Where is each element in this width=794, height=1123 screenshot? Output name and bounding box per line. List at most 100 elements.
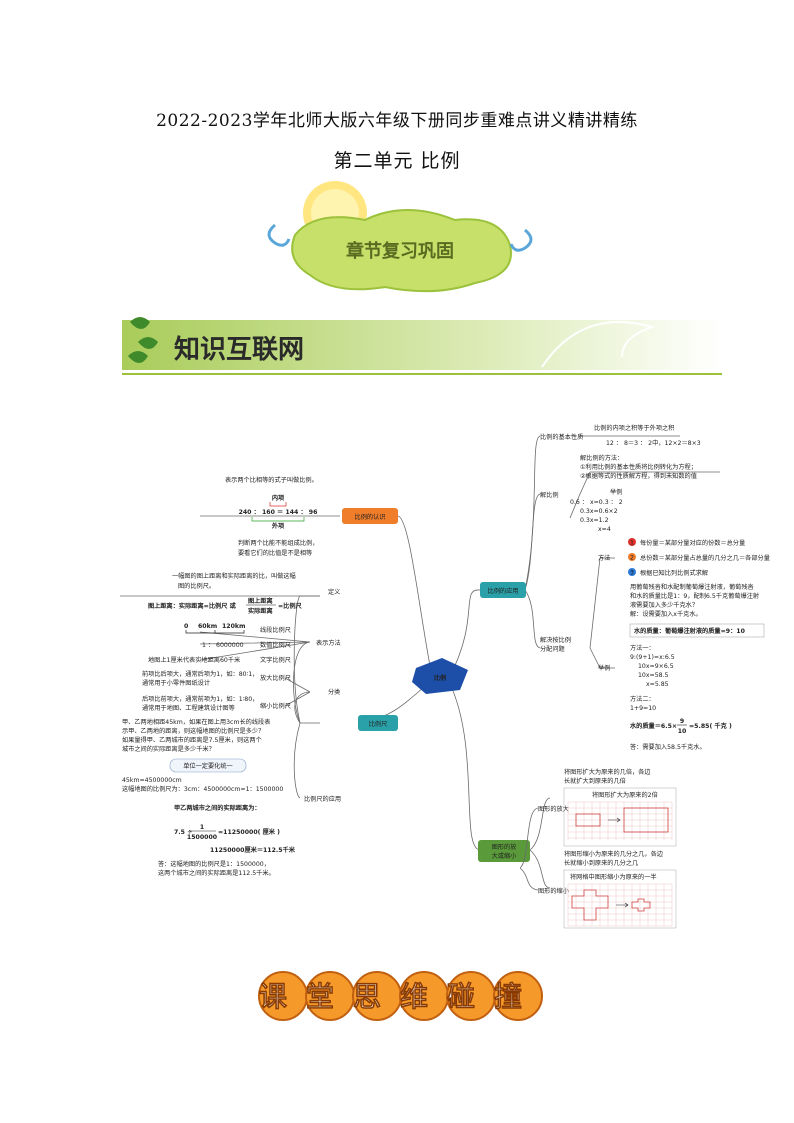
text-scale-label: 文字比例尺 <box>260 656 291 664</box>
svg-text:1: 1 <box>630 540 634 547</box>
scale-definition-label: 定义 <box>328 588 340 596</box>
node-scale-label: 比例尺 <box>369 720 388 728</box>
scale-definition-line1: 一幅图的图上距离和实际距离的比，叫做这幅 <box>172 572 296 580</box>
swirl-right-icon <box>509 228 533 252</box>
line-scale-label: 线段比例尺 <box>260 626 291 634</box>
svg-text:3: 3 <box>630 570 634 577</box>
solve-example-4: x=4 <box>598 526 611 533</box>
distribution-question-1: 用葡萄残沓和水配制葡萄爆注射液，葡萄残沓 <box>630 583 754 591</box>
water-ratio-text: 水的质量：葡萄爆注射液的质量=9：10 <box>634 627 746 635</box>
node-ratio-application-label: 比例的应用 <box>488 587 519 595</box>
swirl-left-icon <box>267 223 291 247</box>
center-node-text: 比例 <box>434 674 446 682</box>
classroom-banner-text: 课堂思维碰撞 <box>259 980 541 1013</box>
distribution-question-4: 解：设需要加入x千克水。 <box>630 610 702 618</box>
scale-problem-line4: 城市之间的实际距离是多少千米？ <box>122 745 215 753</box>
basic-property-example: 12 ： 8＝3 ： 2中，12×2＝8×3 <box>606 439 701 447</box>
solve-example-2: 0.3x=0.6×2 <box>580 508 618 515</box>
reduce-scale-line2: 通常用于地图、工程建筑设计图等 <box>142 704 235 712</box>
arrow-icon <box>608 817 621 823</box>
node-ratio-application <box>480 582 526 598</box>
large-cross-icon <box>571 889 609 921</box>
distribution-example-label: 举例 <box>598 664 610 672</box>
numeric-scale-example: 1 ： 6000000 <box>202 642 244 649</box>
figure-enlarge-label: 图形的放大 <box>538 805 569 813</box>
knowledge-network-banner: 知识互联网 <box>122 317 722 375</box>
label-inner-terms: 内项 <box>272 494 285 502</box>
way2-step2-numerator: 9 <box>680 718 684 725</box>
distribution-methods-label: 方法 <box>598 554 610 562</box>
center-node-shape <box>412 658 468 694</box>
unify-units-note <box>169 758 247 773</box>
ruler-tick-0: 0 <box>184 623 189 630</box>
figure-shrink-line1: 将图形缩小为原来的几分之几，各边 <box>564 850 664 858</box>
document-title: 2022-2023学年北师大版六年级下册同步重难点讲义精讲精练 <box>156 111 638 131</box>
distribution-answer: 答：需要加入58.5千克水。 <box>630 743 706 751</box>
scale-step3: 甲乙两城市之间的实际距离为： <box>174 804 261 812</box>
solve-method-1: ①利用比例的基本性质将比例转化为方程； <box>580 463 697 471</box>
way1-step4: x=5.85 <box>646 681 669 688</box>
unit-title: 第二单元 比例 <box>333 150 461 172</box>
classroom-banner-tiles <box>258 971 543 1021</box>
way2-step2-denominator: 10 <box>678 728 687 735</box>
figure-shrink-caption: 将网格中图形缩小为原来的一半 <box>570 873 657 881</box>
way1-label: 方法一： <box>630 644 655 652</box>
scale-step4-left: 7.5 ÷ <box>174 829 192 836</box>
scale-step2: 这幅地图的比例尺为：3cm：4500000cm=1：1500000 <box>122 785 283 793</box>
reduce-scale-label: 缩小比例尺 <box>260 702 291 710</box>
unify-units-text: 单位一定要化统一 <box>183 762 233 770</box>
scale-formula-left: 图上距离：实际距离=比例尺 或 <box>148 602 237 610</box>
classification-label: 分类 <box>328 688 340 696</box>
basic-property-label: 比例的基本性质 <box>540 433 583 441</box>
scale-problem-line2: 示甲、乙两地的距离，则这幅地图的比例尺是多少？ <box>122 727 264 735</box>
node-scale <box>358 715 398 731</box>
chapter-review-banner: 章节复习巩固 <box>267 181 533 293</box>
leaf-icon <box>128 317 158 363</box>
cloud-shape <box>291 209 512 293</box>
mind-map: 比例 比例的认识 表示两个比相等的式子叫做比例。 内项 240 ： 160 ＝ … <box>120 424 770 888</box>
representation-label: 表示方法 <box>316 639 341 647</box>
enlarge-scale-line2: 通常用于小零件图纸设计 <box>142 679 210 687</box>
ruler-line <box>185 630 245 634</box>
figure-shrink-line2: 长就缩小到原来的几分之几 <box>564 859 638 867</box>
figure-enlarge-caption: 将图形扩大为原来的2倍 <box>592 791 658 799</box>
solve-example-1: 0.6 ： x=0.3 ： 2 <box>570 499 623 506</box>
large-rectangle-icon <box>623 807 669 833</box>
solve-method-title: 解比例的方法： <box>580 454 623 462</box>
ruler-tick-60: 60km <box>198 623 217 630</box>
scale-step5: 11250000厘米＝112.5千米 <box>210 846 296 854</box>
numeric-scale-label: 数值比例尺 <box>260 641 291 649</box>
label-outer-terms: 外项 <box>272 522 285 530</box>
svg-text:2: 2 <box>630 555 634 562</box>
figure-enlarge-line2: 长就扩大到原来的几倍 <box>564 777 626 785</box>
solve-example-3: 0.3x=1.2 <box>580 517 609 524</box>
number-badge-3 <box>628 568 636 576</box>
vine-decoration-icon <box>541 321 656 368</box>
basic-property-text: 比例的内项之积等于外项之积 <box>594 424 674 432</box>
node-ratio-recognition <box>342 508 398 524</box>
scale-formula-numerator: 图上距离 <box>248 597 273 605</box>
proportion-example: 240 ： 160 ＝ 144 ： 96 <box>239 509 318 516</box>
arrow-icon <box>616 902 629 908</box>
recognition-judge-line1: 判断两个比能不能组成比例， <box>238 539 318 547</box>
distribution-method-1: 每份量＝某部分量对应的份数＝总分量 <box>640 539 745 547</box>
way1-step2: 10x=9×6.5 <box>638 663 674 670</box>
scale-application-label: 比例尺的应用 <box>304 795 341 803</box>
node-ratio-recognition-label: 比例的认识 <box>355 513 386 521</box>
way2-step2-right: =5.85( 千克 ) <box>689 722 732 730</box>
enlarge-scale-label: 放大比例尺 <box>260 674 291 682</box>
knowledge-network-text: 知识互联网 <box>174 335 304 365</box>
scale-problem-line1: 甲、乙两地相距45km，如果在图上用3cm长的线段表 <box>122 718 270 726</box>
figure-scaling-panel: 图形的放大 将图形扩大为原来的几倍，各边 长就扩大到原来的几倍 将图形扩大为原来… <box>520 768 677 929</box>
solve-example-label: 举例 <box>610 488 622 496</box>
recognition-judge-line2: 要看它们的比值是不是相等 <box>238 549 312 557</box>
text-scale-example: 地图上1厘米代表实地距离60千米 <box>148 656 240 664</box>
way1-step3: 10x=58.5 <box>638 672 669 679</box>
node-figure-scaling <box>478 840 530 862</box>
shrink-grid <box>567 883 673 927</box>
figure-enlarge-line1: 将图形扩大为原来的几倍，各边 <box>564 768 651 776</box>
distribution-question-3: 液需要加入多少千克水？ <box>630 601 698 609</box>
way1-step1: 9:(9+1)=x:6.5 <box>630 654 675 661</box>
distribution-question-2: 和水的质量比是1：9，配制6.5千克葡萄爆注射 <box>630 592 759 600</box>
distribution-method-2: 总份数＝某部分量占总量的几分之几＝各部分量 <box>640 554 770 562</box>
